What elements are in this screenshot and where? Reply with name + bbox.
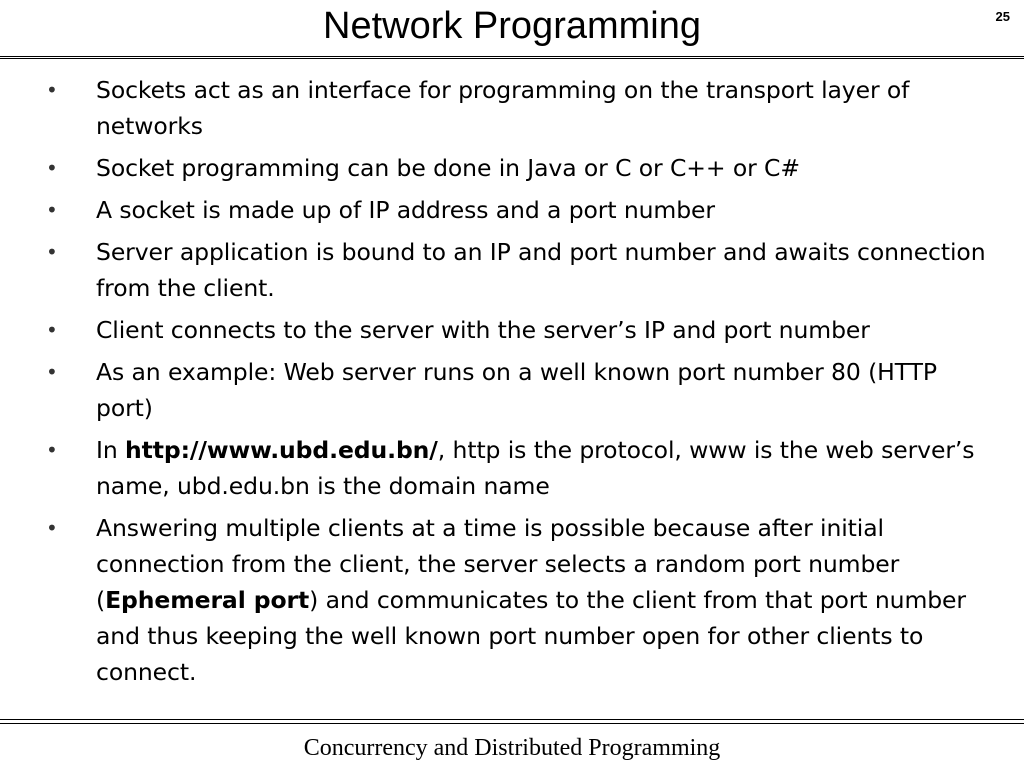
bullet-text: Client connects to the server with the s… (96, 316, 870, 344)
bullet-item: A socket is made up of IP address and a … (46, 192, 996, 228)
bullet-item: Sockets act as an interface for programm… (46, 72, 996, 144)
slide-number: 25 (995, 9, 1010, 24)
bullet-text: A socket is made up of IP address and a … (96, 196, 715, 224)
bullet-text-suffix: ) and communicates to the client from th… (96, 586, 966, 686)
ephemeral-port-term: Ephemeral port (105, 586, 310, 614)
url-text: http://www.ubd.edu.bn/ (125, 436, 438, 464)
bullet-item: Client connects to the server with the s… (46, 312, 996, 348)
bullet-item: Socket programming can be done in Java o… (46, 150, 996, 186)
bullet-text: Socket programming can be done in Java o… (96, 154, 800, 182)
footer-divider (0, 719, 1024, 724)
bullet-item: As an example: Web server runs on a well… (46, 354, 996, 426)
bullet-text-prefix: Answering multiple clients at a time is … (96, 514, 900, 614)
bullet-item: In http://www.ubd.edu.bn/, http is the p… (46, 432, 996, 504)
bullet-text-prefix: In (96, 436, 125, 464)
bullet-item: Server application is bound to an IP and… (46, 234, 996, 306)
bullet-text: Sockets act as an interface for programm… (96, 76, 910, 140)
slide-title: Network Programming (323, 5, 701, 47)
bullet-item: Answering multiple clients at a time is … (46, 510, 996, 690)
bullet-list: Sockets act as an interface for programm… (46, 72, 996, 696)
bullet-text: Server application is bound to an IP and… (96, 238, 986, 302)
title-divider (0, 56, 1024, 59)
slide-footer: Concurrency and Distributed Programming (303, 735, 721, 761)
bullet-text-suffix: , http is the protocol, www is the web s… (96, 436, 975, 500)
bullet-text: As an example: Web server runs on a well… (96, 358, 937, 422)
